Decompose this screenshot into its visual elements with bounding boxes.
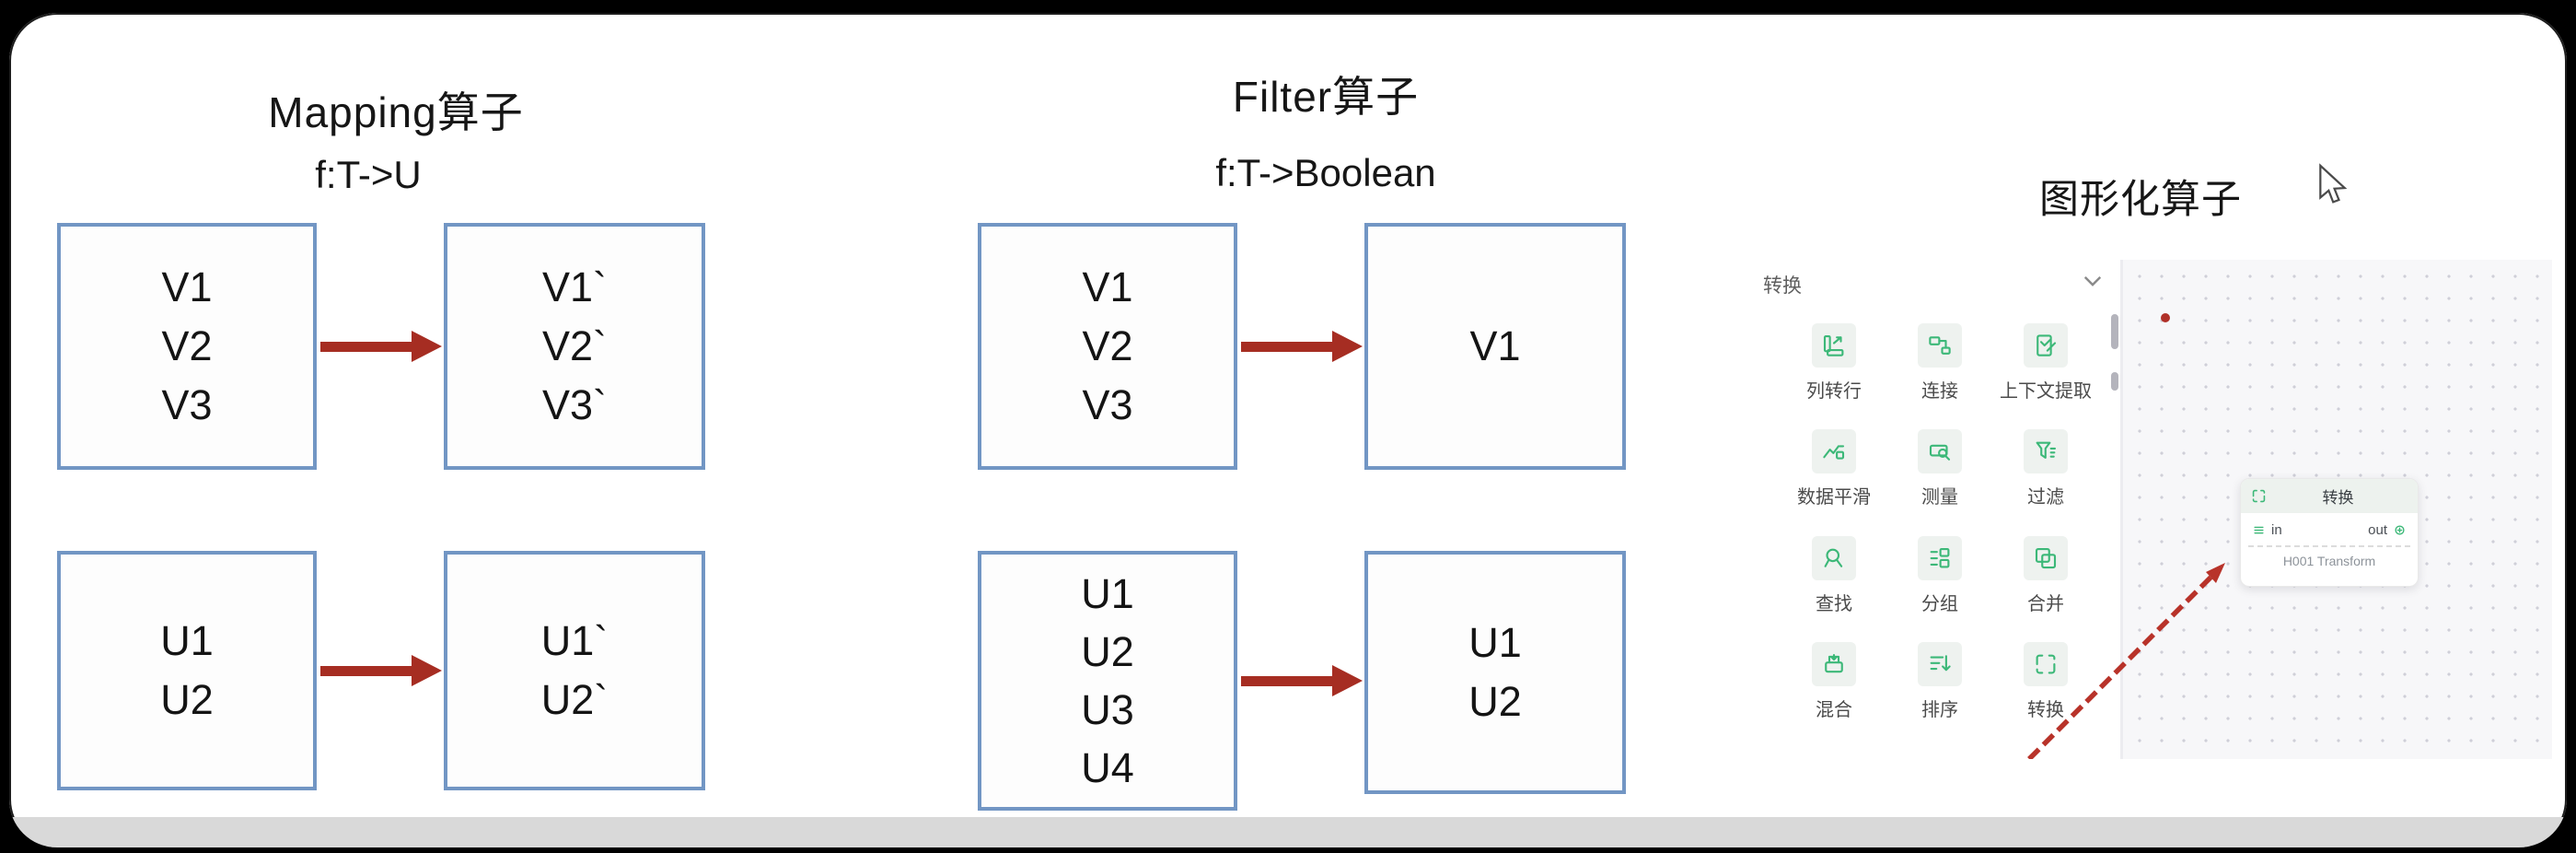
bottom-strip	[9, 817, 2567, 847]
slide: Mapping算子 f:T->U V1 V2 V3 V1` V2` V3` U1…	[9, 13, 2567, 847]
operator-tile-context-extract[interactable]	[2024, 323, 2068, 368]
operator-tile-filter[interactable]	[2024, 429, 2068, 473]
box-line: U2	[1468, 678, 1522, 725]
operator-label: 转换	[2027, 700, 2064, 720]
box-line: V2	[161, 322, 213, 369]
filter-section-title: Filter算子	[1232, 73, 1420, 121]
scrollbar-handle[interactable]	[2111, 314, 2118, 349]
box-line: U1	[1081, 570, 1134, 617]
box-line: V2`	[541, 322, 608, 369]
in-port-icon	[2254, 526, 2264, 534]
operator-tile-measure[interactable]	[1918, 429, 1962, 473]
chevron-down-icon[interactable]	[2083, 275, 2103, 287]
palette-canvas-divider	[2120, 260, 2123, 759]
operator-label: 合并	[2027, 594, 2064, 614]
operator-label: 测量	[1921, 487, 1958, 508]
operator-tile-blend[interactable]	[1812, 642, 1856, 686]
node-title: 转换	[2322, 489, 2354, 507]
box-line: V1	[161, 263, 213, 310]
filter-formula: f:T->Boolean	[1215, 151, 1436, 194]
join-icon	[1929, 336, 1951, 355]
filter-row1-arrow	[1241, 331, 1363, 362]
transform-icon	[2036, 654, 2056, 674]
operator-label: 过滤	[2027, 487, 2064, 508]
operator-label: 排序	[1921, 700, 1958, 720]
box-line: V3	[1082, 381, 1133, 428]
box-line: V1	[1469, 322, 1521, 369]
blend-icon	[1825, 653, 1843, 673]
operator-label: 上下文提取	[2000, 381, 2092, 402]
box-line: V3	[161, 381, 213, 428]
filter-row2-input-box: U1 U2 U3 U4	[978, 551, 1237, 811]
mouse-cursor-icon	[2319, 163, 2348, 204]
box-line: U4	[1081, 744, 1134, 791]
filter-funnel-icon	[2036, 441, 2057, 459]
box-line: U2	[160, 676, 214, 723]
in-port-label: in	[2271, 522, 2282, 538]
canvas-red-dot	[2161, 313, 2170, 322]
mapping-row1-output-box: V1` V2` V3`	[444, 223, 705, 470]
operator-tile-group[interactable]	[1918, 536, 1962, 580]
mapping-row2-output-box: U1` U2`	[444, 551, 705, 790]
scrollbar-handle[interactable]	[2111, 372, 2118, 391]
operator-tile-merge[interactable]	[2024, 536, 2068, 580]
mapping-row2-input-box: U1 U2	[57, 551, 317, 790]
lookup-icon	[1824, 548, 1843, 567]
out-port-label: out	[2368, 522, 2387, 538]
graphical-section-title: 图形化算子	[2039, 178, 2242, 222]
box-line: V1	[1082, 263, 1133, 310]
data-smooth-icon	[1823, 445, 1845, 460]
box-line: U3	[1081, 686, 1134, 733]
box-line: U1`	[540, 617, 609, 664]
operator-tile-join[interactable]	[1918, 323, 1962, 368]
box-line: U1	[160, 617, 214, 664]
group-icon	[1930, 547, 1950, 568]
node-id-label: H001 Transform	[2282, 554, 2376, 568]
operator-tile-sort[interactable]	[1918, 642, 1962, 686]
filter-row1-input-box: V1 V2 V3	[978, 223, 1237, 470]
node-out-port[interactable]: out	[2368, 522, 2407, 538]
operator-tile-column-to-row[interactable]	[1812, 323, 1856, 368]
box-line: V1`	[541, 263, 608, 310]
filter-row1-output-box: V1	[1364, 223, 1626, 470]
mapping-formula: f:T->U	[315, 153, 422, 196]
box-line: V2	[1082, 322, 1133, 369]
column-to-row-icon	[1823, 334, 1844, 356]
operator-tile-transform[interactable]	[2024, 642, 2068, 686]
mapping-section-title: Mapping算子	[268, 88, 524, 136]
filter-row2-arrow	[1241, 665, 1363, 696]
operator-tile-lookup[interactable]	[1812, 536, 1856, 580]
operator-label: 分组	[1921, 594, 1958, 614]
merge-icon	[2035, 547, 2057, 569]
node-header: 转换	[2241, 479, 2418, 513]
operator-label: 混合	[1816, 700, 1852, 720]
transform-node-card[interactable]: 转换 in out H001 Transform	[2240, 478, 2419, 587]
node-in-port[interactable]: in	[2252, 522, 2282, 538]
node-divider	[2248, 545, 2410, 547]
measure-icon	[1929, 444, 1951, 461]
out-port-icon	[2395, 525, 2405, 535]
palette-category-dropdown[interactable]: 转换	[1763, 275, 1802, 297]
sort-icon	[1930, 655, 1951, 672]
context-extract-icon	[2036, 334, 2057, 356]
operator-label: 列转行	[1806, 381, 1862, 402]
box-line: U1	[1468, 619, 1522, 666]
transform-icon	[2252, 489, 2266, 503]
operator-label: 连接	[1921, 381, 1958, 402]
operator-label: 数据平滑	[1797, 487, 1871, 508]
box-line: U2`	[540, 676, 609, 723]
operator-label: 查找	[1816, 594, 1852, 614]
mapping-row2-arrow	[320, 655, 442, 686]
mapping-row1-arrow	[320, 331, 442, 362]
filter-row2-output-box: U1 U2	[1364, 551, 1626, 794]
box-line: V3`	[541, 381, 608, 428]
mapping-row1-input-box: V1 V2 V3	[57, 223, 317, 470]
operator-tile-data-smooth[interactable]	[1812, 429, 1856, 473]
box-line: U2	[1081, 628, 1134, 675]
